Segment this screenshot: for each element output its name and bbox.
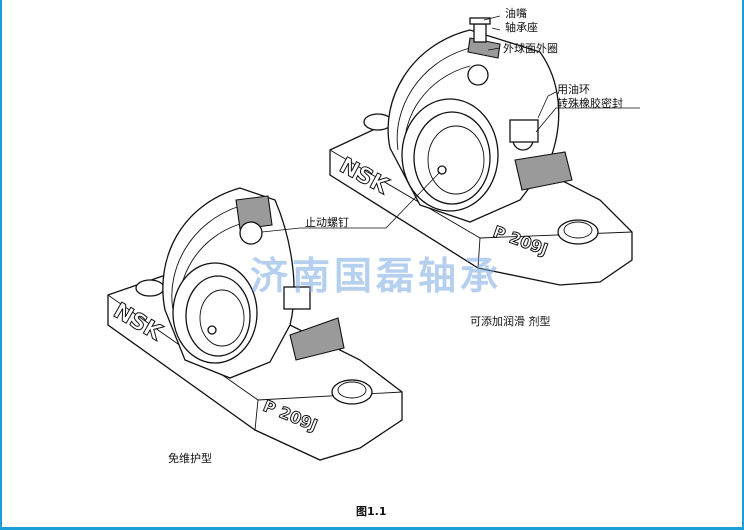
relubricatable-bearing-unit: NSK P 209J xyxy=(329,17,633,286)
spherical-outer-ring-label: 外球面外圈 xyxy=(503,42,558,55)
watermark-text: 济南国磊轴承 xyxy=(250,254,503,298)
grease-nipple-label: 油嘴 xyxy=(505,7,527,20)
bearing-housing-label: 轴承座 xyxy=(505,21,538,34)
oil-slinger-label: 用油环 xyxy=(557,83,590,96)
rubber-seal-label: 转殊橡胶密封 xyxy=(557,97,623,110)
maintenance-free-type-label: 免维护型 xyxy=(168,452,212,465)
leader-lines xyxy=(261,15,640,233)
set-screw-label: 止动螺钉 xyxy=(305,216,349,229)
maintenance-free-bearing-unit: NSK P 209J xyxy=(107,187,403,461)
bottom-rule xyxy=(0,527,744,530)
figure-caption: 图1.1 xyxy=(356,505,387,518)
relubricatable-type-label: 可添加润滑 剂型 xyxy=(470,315,551,328)
